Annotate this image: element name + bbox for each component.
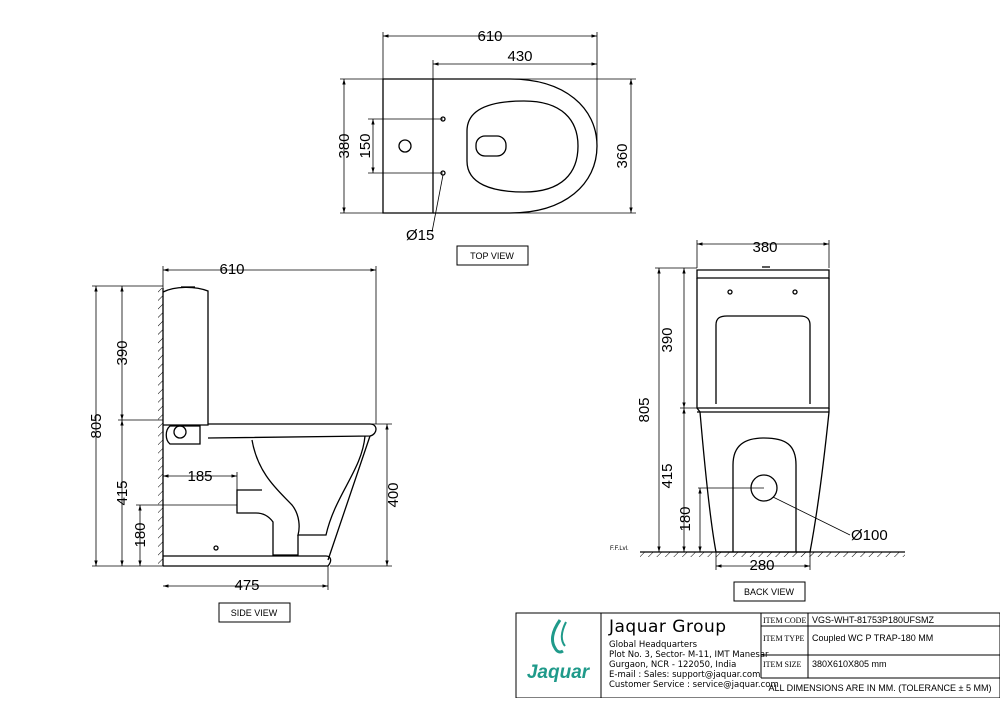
- item-size-value: 380X610X805 mm: [812, 659, 887, 669]
- side-dim-base-length: 475: [234, 577, 259, 594]
- back-view-label-box: [733, 581, 806, 602]
- back-dim-tank-height: 390: [659, 327, 676, 352]
- side-view: [158, 286, 377, 567]
- side-dim-total-height: 805: [88, 413, 105, 438]
- top-dim-hole-dia: Ø15: [406, 227, 434, 244]
- back-view-dimensions: [655, 240, 851, 570]
- company-name: Jaquar Group: [608, 617, 727, 637]
- side-dim-total-length: 610: [219, 261, 244, 278]
- back-dim-seat-height: 415: [659, 463, 676, 488]
- side-view-label-box: [218, 602, 291, 623]
- top-view-label-box: [456, 245, 529, 266]
- floor-level-label: F.F.Lvl.: [610, 546, 629, 552]
- side-dim-outlet-height: 180: [132, 522, 149, 547]
- item-code-value: VGS-WHT-81753P180UFSMZ: [812, 615, 935, 625]
- side-dim-bowl-height: 400: [385, 482, 402, 507]
- logo-wordmark: Jaquar: [527, 662, 591, 683]
- back-dim-outlet-dia: Ø100: [851, 527, 888, 544]
- back-dim-total-height: 805: [636, 397, 653, 422]
- item-code-label: ITEM CODE: [763, 616, 806, 625]
- top-dim-bowl-width: 360: [614, 143, 631, 168]
- logo: [551, 619, 567, 654]
- top-view-dimensions: [340, 32, 636, 233]
- side-dim-tank-height: 390: [114, 340, 131, 365]
- top-dim-width: 380: [336, 133, 353, 158]
- address-line-5: Customer Service : service@jaquar.com: [609, 680, 779, 690]
- item-size-label: ITEM SIZE: [763, 660, 802, 669]
- item-type-value: Coupled WC P TRAP-180 MM: [812, 633, 933, 643]
- top-view: [382, 78, 598, 214]
- side-dim-outlet-offset: 185: [187, 468, 212, 485]
- address-line-4: E-mail : Sales: support@jaquar.com: [609, 670, 760, 680]
- back-view: [640, 266, 905, 557]
- back-view-label: BACK VIEW: [744, 587, 795, 597]
- back-dim-outlet-height: 180: [677, 506, 694, 531]
- address-line-2: Plot No. 3, Sector- M-11, IMT Manesar: [609, 650, 769, 660]
- back-dim-width: 380: [752, 239, 777, 256]
- side-dim-seat-height: 415: [114, 480, 131, 505]
- address-line-3: Gurgaon, NCR - 122050, India: [609, 660, 736, 670]
- address-line-1: Global Headquarters: [609, 640, 698, 650]
- top-dim-total-length: 610: [477, 28, 502, 45]
- tolerance-note: ALL DIMENSIONS ARE IN MM. (TOLERANCE ± 5…: [769, 683, 992, 693]
- side-view-dimensions: [92, 266, 392, 590]
- top-dim-hole-spacing: 150: [357, 133, 374, 158]
- item-type-label: ITEM TYPE: [763, 634, 805, 643]
- side-view-label: SIDE VIEW: [231, 608, 278, 618]
- back-dim-base-width: 280: [749, 557, 774, 574]
- top-view-label: TOP VIEW: [470, 251, 514, 261]
- top-dim-bowl-length: 430: [507, 48, 532, 65]
